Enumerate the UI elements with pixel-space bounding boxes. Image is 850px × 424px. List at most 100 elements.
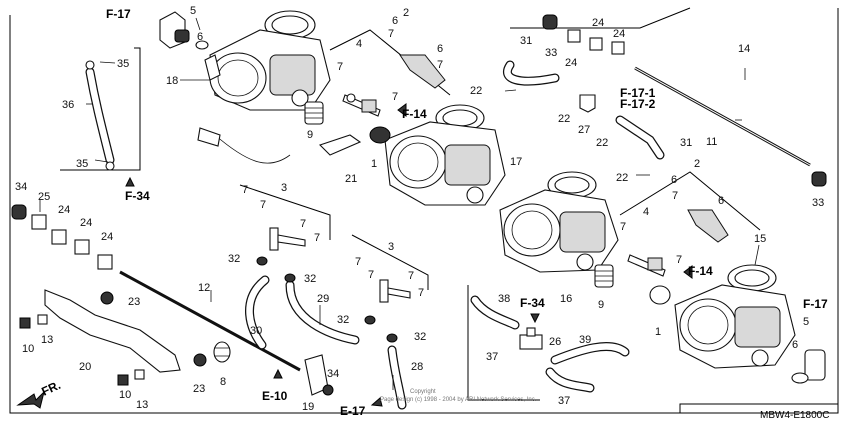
breather-group-bracket [60, 47, 141, 171]
nut-23-left [100, 291, 114, 305]
callout: 28 [411, 361, 423, 373]
vent-tube-31-lower [615, 115, 665, 160]
right-jet-group-bracket [619, 171, 761, 231]
carburetor-17 [384, 104, 506, 206]
callout: 32 [304, 273, 316, 285]
copyright-label: Copyright [410, 389, 436, 395]
ref-e17[interactable]: E-17 [340, 404, 366, 418]
fitting-5 [159, 11, 209, 50]
breather-tube-36 [85, 60, 115, 171]
washer-13-lower [134, 369, 145, 380]
callout: 7 [300, 218, 306, 230]
callout: 35 [76, 158, 88, 170]
ref-f34-right[interactable]: F-34 [520, 296, 545, 310]
cap-33-right [811, 171, 827, 187]
ref-f17-top[interactable]: F-17 [106, 7, 131, 21]
spring-9-right [594, 264, 614, 288]
washer-13-left [37, 314, 48, 325]
callout: 24 [58, 204, 70, 216]
spring-9-top [304, 101, 324, 125]
collar-25 [31, 214, 47, 230]
callout: 22 [470, 85, 482, 97]
callout: 33 [545, 47, 557, 59]
ref-f14-a[interactable]: F-14 [402, 107, 427, 121]
clip-32-center-b [386, 333, 398, 343]
callout-numbers: 5 6 18 35 36 35 4 2 6 6 7 7 7 7 9 21 1 1… [15, 5, 824, 413]
vent-tube-31-top [503, 60, 560, 86]
callout: 7 [260, 199, 266, 211]
ref-f14-b[interactable]: F-14 [688, 264, 713, 278]
callout: 7 [355, 256, 361, 268]
callout: 33 [812, 197, 824, 209]
collar-24-left-a [51, 229, 67, 245]
callout: 6 [437, 43, 443, 55]
callout: 1 [371, 158, 377, 170]
callout: 6 [792, 339, 798, 351]
callout: 21 [345, 173, 357, 185]
callout: 32 [414, 331, 426, 343]
callout: 36 [62, 99, 74, 111]
leader-lines [39, 17, 760, 390]
callout: 31 [520, 35, 532, 47]
clip-32-left-b [284, 273, 296, 283]
ref-f17-1[interactable]: F-17-1 [620, 86, 656, 100]
callout: 22 [616, 172, 628, 184]
part-code: MBW4-E1800C [760, 410, 829, 421]
float-valve-2-right [687, 209, 729, 243]
tube-30 [245, 275, 270, 350]
callout: 13 [136, 399, 148, 411]
callout: 7 [368, 269, 374, 281]
callout: 14 [738, 43, 750, 55]
callout: 24 [592, 17, 604, 29]
ref-f34-left[interactable]: F-34 [125, 189, 150, 203]
callout: 8 [220, 376, 226, 388]
carburetor-16 [499, 171, 619, 273]
throttle-shaft-11 [634, 66, 811, 167]
needle-jet-4-right [627, 254, 666, 277]
callout: 9 [598, 299, 604, 311]
front-direction-label: FR. [39, 378, 62, 399]
center-joint-group-bracket [351, 234, 429, 290]
cap-34-left [11, 204, 27, 220]
callout: 39 [579, 334, 591, 346]
throttle-shaft-12 [119, 270, 301, 372]
collar-24-left-b [74, 239, 90, 255]
callout: 31 [680, 137, 692, 149]
callout: 19 [302, 401, 314, 413]
callout: 22 [596, 137, 608, 149]
clip-32-left-a [256, 256, 268, 266]
callout: 18 [166, 75, 178, 87]
callout: 35 [117, 58, 129, 70]
callout: 37 [558, 395, 570, 407]
clip-32-center-a [364, 315, 376, 325]
seal-1-top [369, 126, 391, 144]
callout: 7 [392, 91, 398, 103]
reference-arrows [16, 103, 693, 409]
callout: 23 [128, 296, 140, 308]
ref-e10[interactable]: E-10 [262, 389, 288, 403]
tube-28 [387, 345, 407, 410]
tube-37-lower [545, 367, 595, 393]
callout: 6 [197, 31, 203, 43]
joint-3-center [379, 279, 411, 303]
callout: 7 [672, 190, 678, 202]
callout: 24 [101, 231, 113, 243]
callout: 1 [655, 326, 661, 338]
callout: 9 [307, 129, 313, 141]
callout: 11 [706, 136, 717, 148]
float-valve-2-top [399, 54, 446, 89]
screw-10-lower [117, 374, 129, 386]
ref-f17-right[interactable]: F-17 [803, 297, 828, 311]
callout: 6 [392, 15, 398, 27]
callout: 10 [22, 343, 34, 355]
cap-33-top [542, 14, 558, 30]
tube-39 [550, 342, 630, 365]
callout: 22 [558, 113, 570, 125]
callout: 13 [41, 334, 53, 346]
link-21 [318, 134, 362, 156]
cable-end [197, 127, 221, 147]
ref-f17-2[interactable]: F-17-2 [620, 97, 656, 111]
tube-38 [470, 295, 520, 330]
collar-24-top-b [589, 37, 603, 51]
